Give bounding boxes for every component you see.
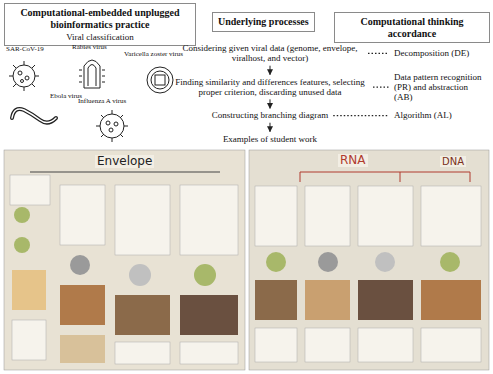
node-text: Data pattern recognition (PR) and abstra… xyxy=(394,72,488,103)
node-text: Considering given viral data (genome, en… xyxy=(177,43,363,64)
dotted-leader xyxy=(368,53,389,54)
varicella-icon xyxy=(147,67,173,93)
node-text: Examples of student work xyxy=(223,134,317,144)
poster-heading: Envelope xyxy=(95,155,154,168)
poster-heading: DNA xyxy=(440,156,466,167)
ct-item: Algorithm (AL) xyxy=(392,109,454,121)
flow-arrow xyxy=(269,123,270,132)
student-work-photo xyxy=(249,150,489,370)
virus-label: Rabies virus xyxy=(72,44,107,52)
rabies-icon xyxy=(79,60,105,88)
dotted-leader xyxy=(333,115,389,116)
header-box: Underlying processes xyxy=(212,12,315,32)
node-text: Algorithm (AL) xyxy=(394,110,452,120)
ct-item: Decomposition (DE) xyxy=(392,47,471,59)
process-step: Finding similarity and differences featu… xyxy=(170,76,370,99)
node-text: Computational-embedded unplugged bioinfo… xyxy=(9,7,191,30)
node-text: Constructing branching diagram xyxy=(212,110,328,120)
node-text: Finding similarity and differences featu… xyxy=(172,77,368,98)
process-step: Constructing branching diagram xyxy=(210,109,330,121)
poster-heading: RNA xyxy=(338,154,368,167)
node-text: Decomposition (DE) xyxy=(394,48,469,58)
flow-arrow xyxy=(269,99,270,108)
ebola-icon xyxy=(12,109,56,123)
dotted-leader xyxy=(373,86,389,87)
virus-label: SAR-CoV-19 xyxy=(6,46,44,54)
student-work-photo xyxy=(4,150,245,370)
node-subtext: Viral classification xyxy=(9,32,191,42)
virus-label: Varicella zoster virus xyxy=(124,51,183,59)
node-text: Underlying processes xyxy=(218,16,309,28)
ct-item: Data pattern recognition (PR) and abstra… xyxy=(392,71,490,104)
process-step: Examples of student work xyxy=(221,133,319,145)
ebola-icon-core xyxy=(12,109,56,123)
flow-arrow xyxy=(270,66,271,75)
virus-label: Ebola virus xyxy=(50,93,82,101)
title-box: Computational-embedded unplugged bioinfo… xyxy=(4,3,196,46)
coronavirus-icon xyxy=(9,61,39,91)
node-text: Computational thinking accordance xyxy=(340,16,484,39)
influenza-icon xyxy=(96,110,128,142)
process-step: Considering given viral data (genome, en… xyxy=(175,42,365,65)
header-box: Computational thinking accordance xyxy=(334,12,490,43)
virus-label: Influenza A virus xyxy=(78,98,126,106)
